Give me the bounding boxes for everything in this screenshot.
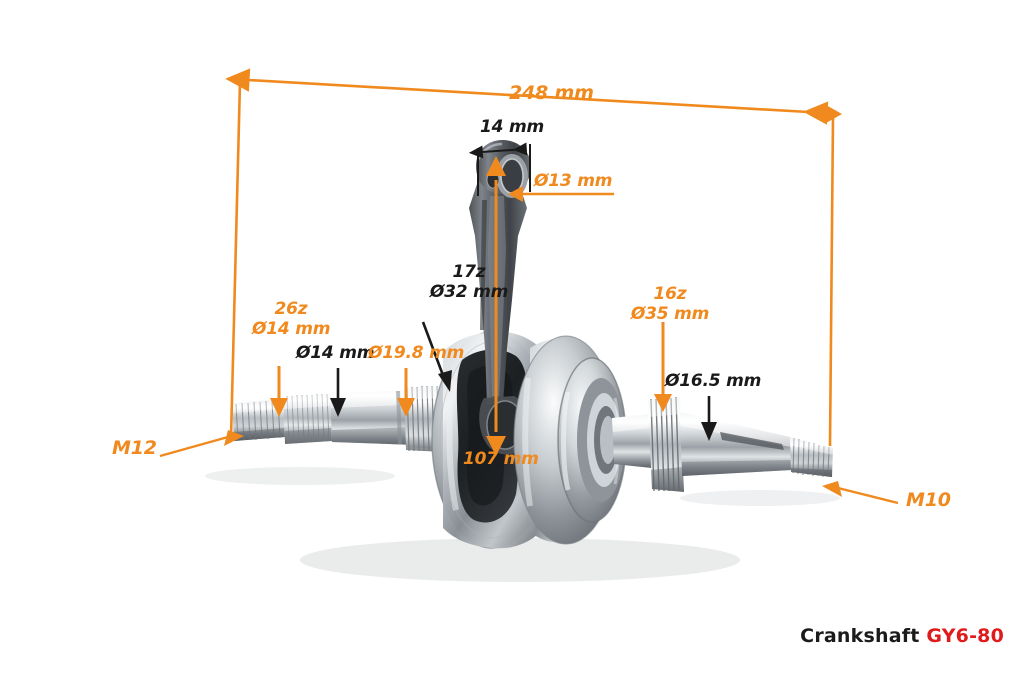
leader-left-journal [397,368,415,417]
label-left-spline-teeth: 26z [274,299,308,319]
label-left-thread: M12 [112,437,157,459]
leader-left-thread [159,430,244,458]
leader-right-gear [654,322,672,412]
main-bearing [557,357,627,523]
label-right-shaft-dia: Ø16.5 mm [665,371,762,391]
label-small-end-bore: Ø13 mm [534,171,613,191]
dimension-web-diameter [486,156,506,456]
label-primary-gear-dia: Ø32 mm [429,282,509,302]
leader-left-spline [270,366,288,417]
product-caption: Crankshaft GY6-80 [800,625,1004,647]
label-pin-width: 14 mm [480,117,545,137]
left-spline-26z [283,393,332,444]
leader-left-shaft [330,368,346,417]
left-journal-gear [404,385,443,453]
label-left-journal-dia: Ø19.8 mm [368,343,465,363]
dimension-pin-width [468,142,531,196]
leader-right-shaft [701,396,717,441]
label-left-spline-dia: Ø14 mm [252,319,331,339]
leader-small-end-bore [508,186,614,202]
leader-primary-gear [421,321,452,392]
label-web-diameter: 107 mm [463,449,539,469]
label-right-gear-teeth: 16z [653,284,687,304]
label-left-shaft-dia: Ø14 mm [296,343,375,363]
label-right-thread: M10 [906,489,951,511]
label-right-gear: 16z Ø35 mm [630,284,710,324]
label-left-spline: 26z Ø14 mm [252,299,330,339]
caption-part-number: GY6-80 [926,625,1004,647]
right-threaded-end [790,437,833,478]
dimension-overall-length [225,68,842,447]
label-primary-gear-teeth: 17z [452,262,486,282]
label-primary-gear: 17z Ø32 mm [428,262,510,302]
leader-right-thread [822,481,899,505]
label-right-gear-dia: Ø35 mm [630,304,710,324]
label-overall-length: 248 mm [509,82,594,104]
caption-product-name: Crankshaft [800,625,920,647]
